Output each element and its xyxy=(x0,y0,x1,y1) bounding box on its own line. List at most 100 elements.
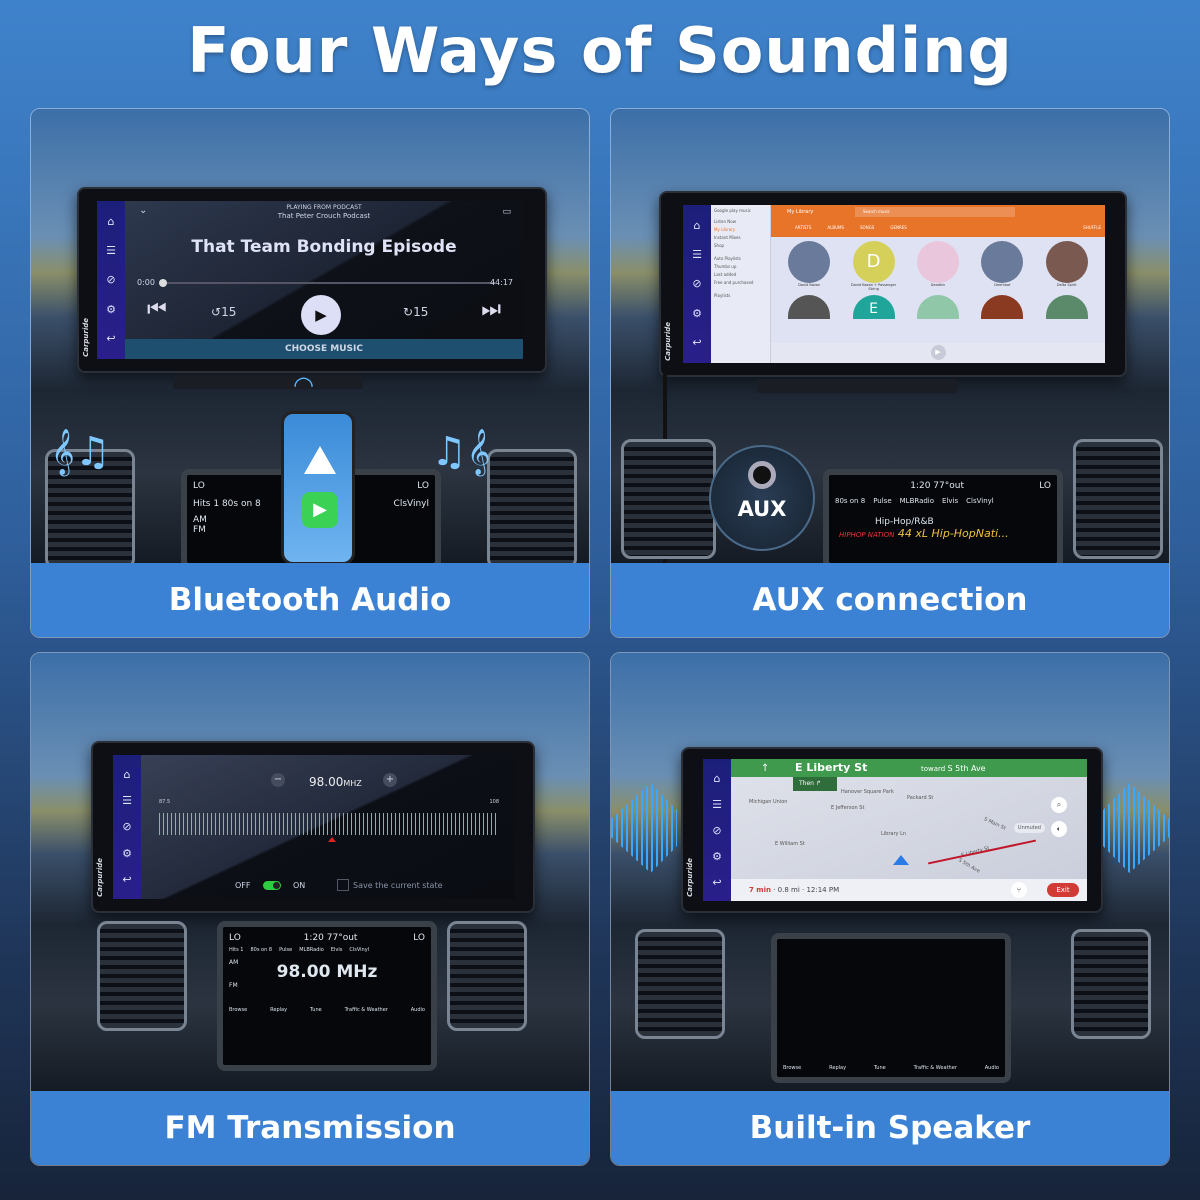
back-icon[interactable]: ↩ xyxy=(106,331,116,345)
menu-icon[interactable]: ☰ xyxy=(122,794,132,808)
play-button[interactable]: ▶ xyxy=(301,295,341,335)
exit-button[interactable]: Exit xyxy=(1047,883,1079,897)
artist-initial: D xyxy=(852,241,895,283)
artist-item[interactable]: David Bazan xyxy=(785,241,833,291)
preset: Elvis xyxy=(942,497,959,505)
carplay-device: Carpuride ⌂☰⊘⚙↩ ⌄ PLAYING FROM PODCAST T… xyxy=(77,187,547,373)
preset: MLBRadio xyxy=(899,497,935,505)
artist-item[interactable]: Deerhoof xyxy=(978,241,1026,291)
menu-icon[interactable]: ☰ xyxy=(712,797,722,811)
map-view[interactable]: ↑ E Liberty St toward S 5th Ave Then ↱ M… xyxy=(731,759,1087,901)
search-button[interactable]: ⌕ xyxy=(1051,797,1067,813)
fm-toggle[interactable] xyxy=(263,881,281,890)
skip-back-button[interactable]: ↺15 xyxy=(211,305,237,319)
preset: ClsVinyl xyxy=(349,947,370,953)
car-icon[interactable]: ▭ xyxy=(502,207,511,217)
music-notes-icon: 𝄞♫ xyxy=(51,429,111,475)
stereo-left-temp: LO xyxy=(193,481,205,491)
artist-item[interactable]: Deadkin xyxy=(914,241,962,291)
sound-wave-icon xyxy=(1103,783,1169,873)
gear-icon[interactable]: ⚙ xyxy=(122,846,132,860)
preset: 80s on 8 xyxy=(835,497,866,505)
stereo-button: Replay xyxy=(270,1007,288,1013)
carplay-off-icon[interactable]: ⊘ xyxy=(712,823,722,837)
frequency-dial[interactable] xyxy=(159,813,499,835)
navigation-arrow-icon xyxy=(304,446,336,474)
home-icon[interactable]: ⌂ xyxy=(107,215,115,229)
home-icon[interactable]: ⌂ xyxy=(123,767,131,781)
list-item[interactable]: Thumbs up xyxy=(714,264,737,269)
preset: 80s on 8 xyxy=(221,499,261,509)
home-icon[interactable]: ⌂ xyxy=(713,771,721,785)
frequency-min: 87.5 xyxy=(159,799,171,805)
list-item[interactable]: Free and purchased xyxy=(714,280,754,285)
stereo-genre: Hip-Hop/R&B xyxy=(875,517,934,527)
play-button[interactable]: ▶ xyxy=(930,345,946,360)
previous-icon[interactable]: ⏮ xyxy=(147,297,167,322)
volume-icon[interactable]: 🔈︎ xyxy=(1051,821,1067,837)
search-input[interactable]: Search music xyxy=(855,207,1015,217)
tab-songs[interactable]: SONGS xyxy=(860,225,875,230)
progress-slider[interactable] xyxy=(159,279,495,287)
carplay-off-icon[interactable]: ⊘ xyxy=(692,277,702,291)
nav-item[interactable]: Instant Mixes xyxy=(714,235,741,240)
band-am: AM xyxy=(193,515,207,525)
menu-icon[interactable]: ☰ xyxy=(692,248,702,262)
artist-item[interactable]: Delta Spirit xyxy=(1043,241,1091,291)
carplay-device: Carpuride ⌂☰⊘⚙↩ − 98.00MHZ + 87.5 108 OF… xyxy=(91,741,535,913)
eta-minutes: 7 min xyxy=(749,886,771,894)
brand-logo: Carpuride xyxy=(664,322,672,361)
carplay-off-icon[interactable]: ⊘ xyxy=(106,273,116,287)
tab-artists[interactable]: ARTISTS xyxy=(795,225,812,230)
current-location-icon xyxy=(893,855,909,865)
artist-name: David Bazan xyxy=(798,283,821,287)
brand-logo: Carpuride xyxy=(82,318,90,357)
next-icon[interactable]: ⏭ xyxy=(481,297,501,322)
sidebar: ⌂ ☰ ⊘ ⚙ ↩ xyxy=(97,201,125,359)
increase-frequency-button[interactable]: + xyxy=(383,773,397,787)
back-icon[interactable]: ↩ xyxy=(122,873,132,887)
shuffle-button[interactable]: SHUFFLE xyxy=(1083,225,1101,230)
save-state-checkbox[interactable] xyxy=(337,879,349,891)
gear-icon[interactable]: ⚙ xyxy=(106,302,116,316)
carplay-device: Carpuride ⌂☰⊘⚙↩ Google play music Listen… xyxy=(659,191,1127,377)
toward-label: toward xyxy=(921,765,946,773)
stereo-frequency: 98.00 MHz xyxy=(276,962,378,982)
choose-music-button[interactable]: CHOOSE MUSIC xyxy=(125,339,523,359)
back-icon[interactable]: ↩ xyxy=(712,875,722,889)
frequency-max: 108 xyxy=(489,799,499,805)
gear-icon[interactable]: ⚙ xyxy=(692,306,702,320)
panel-label: Built-in Speaker xyxy=(611,1091,1169,1165)
nav-item[interactable]: My Library xyxy=(714,227,736,232)
menu-icon[interactable]: ☰ xyxy=(106,244,116,258)
nav-item[interactable]: Shop xyxy=(714,243,725,248)
music-notes-icon: ♫𝄞 xyxy=(431,429,491,475)
home-icon[interactable]: ⌂ xyxy=(693,219,701,233)
preset: MLBRadio xyxy=(299,947,324,953)
playing-from: PLAYING FROM PODCAST xyxy=(286,204,362,211)
list-item[interactable]: Last added xyxy=(714,272,737,277)
panel-label: AUX connection xyxy=(611,563,1169,637)
list-item[interactable]: Auto Playlists xyxy=(714,256,741,261)
tab-albums[interactable]: ALBUMS xyxy=(827,225,845,230)
carplay-device: Carpuride ⌂☰⊘⚙↩ ↑ E Liberty St toward S … xyxy=(681,747,1103,913)
decrease-frequency-button[interactable]: − xyxy=(271,773,285,787)
chevron-down-icon[interactable]: ⌄ xyxy=(139,205,148,216)
artist-name: Deadkin xyxy=(930,283,946,287)
nav-item[interactable]: Listen Now xyxy=(714,219,736,224)
brand-logo: Carpuride xyxy=(96,858,104,897)
trip-bar: 7 min · 0.8 mi · 12:14 PM ⑂ Exit xyxy=(731,879,1087,901)
sidebar: ⌂ ☰ ⊘ ⚙ ↩ xyxy=(703,759,731,901)
map-label: Library Ln xyxy=(881,831,907,837)
gear-icon[interactable]: ⚙ xyxy=(712,849,722,863)
back-icon[interactable]: ↩ xyxy=(692,335,702,349)
tab-genres[interactable]: GENRES xyxy=(890,225,907,230)
artist-name: Deerhoof xyxy=(994,283,1011,287)
route-options-icon[interactable]: ⑂ xyxy=(1011,882,1027,898)
carplay-off-icon[interactable]: ⊘ xyxy=(122,820,132,834)
list-item[interactable]: Playlists xyxy=(714,293,731,298)
skip-forward-button[interactable]: ↻15 xyxy=(403,305,429,319)
